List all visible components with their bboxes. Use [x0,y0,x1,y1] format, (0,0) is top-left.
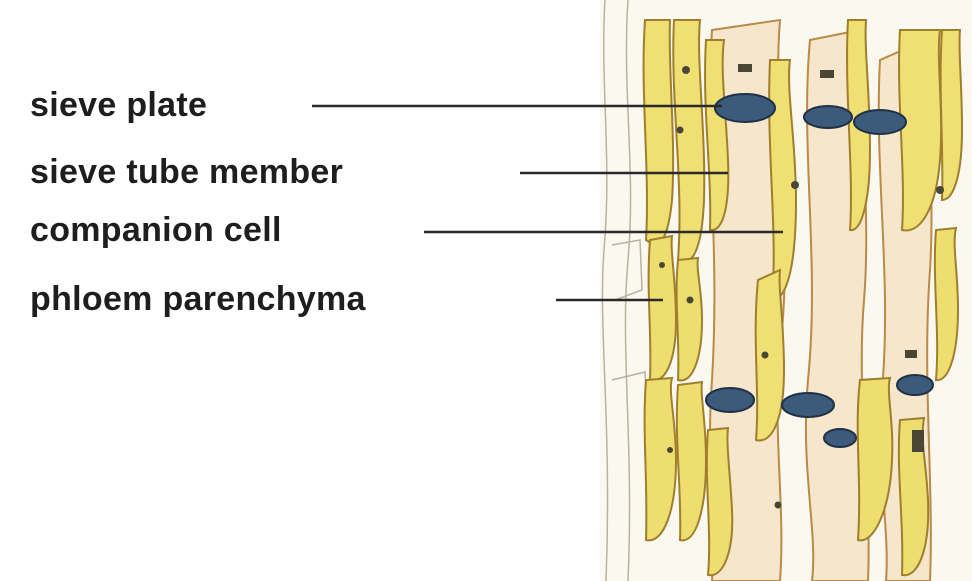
label-sieve-plate: sieve plate [30,88,207,122]
label-companion-cell: companion cell [30,213,282,247]
label-phloem-parenchyma: phloem parenchyma [30,282,366,316]
label-sieve-tube-member: sieve tube member [30,155,343,189]
